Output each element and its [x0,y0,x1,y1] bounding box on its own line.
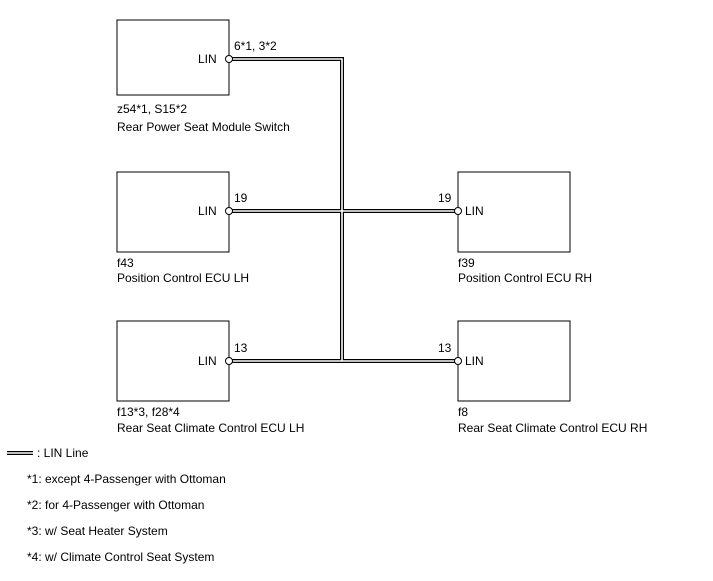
component-rear-seat-climate-control-ecu-rh: LIN 13 f8 Rear Seat Climate Control ECU … [438,320,647,435]
legend-note-4: *4: w/ Climate Control Seat System [27,550,215,564]
lin-terminal-label: LIN [465,354,484,368]
component-name: Rear Seat Climate Control ECU LH [117,421,304,435]
connector-code: f8 [458,405,468,419]
lin-terminal-label: LIN [198,52,217,66]
lin-line-swatch-icon [7,450,33,456]
connector-code: f39 [458,256,475,270]
pin-terminal [225,357,233,365]
pin-number: 13 [234,341,248,355]
pin-number: 6*1, 3*2 [234,39,277,53]
lin-terminal-label: LIN [198,204,217,218]
connector-code: f43 [117,256,134,270]
component-name: Position Control ECU RH [458,271,592,285]
pin-terminal [454,357,462,365]
component-box [457,320,571,402]
pin-number: 13 [438,341,452,355]
pin-terminal [454,207,462,215]
legend-note-1: *1: except 4-Passenger with Ottoman [27,472,226,486]
lin-terminal-label: LIN [465,204,484,218]
component-name: Rear Power Seat Module Switch [117,120,290,134]
component-box [116,320,230,402]
component-rear-seat-climate-control-ecu-lh: LIN 13 f13*3, f28*4 Rear Seat Climate Co… [116,320,304,435]
component-position-control-ecu-rh: LIN 19 f39 Position Control ECU RH [438,171,592,285]
legend-line-row: : LIN Line [7,440,226,466]
component-box [457,171,571,253]
component-name: Position Control ECU LH [117,271,249,285]
lin-terminal-label: LIN [198,354,217,368]
pin-terminal [225,207,233,215]
legend-note-3: *3: w/ Seat Heater System [27,524,168,538]
component-box [116,19,230,96]
legend: : LIN Line *1: except 4-Passenger with O… [7,440,226,570]
pin-terminal [225,55,233,63]
connector-code: f13*3, f28*4 [117,405,180,419]
component-name: Rear Seat Climate Control ECU RH [458,421,647,435]
component-position-control-ecu-lh: LIN 19 f43 Position Control ECU LH [116,171,249,285]
lin-bus-wires [229,57,458,363]
pin-number: 19 [438,191,452,205]
pin-number: 19 [234,191,248,205]
legend-line-label: : LIN Line [37,446,89,460]
legend-note-2: *2: for 4-Passenger with Ottoman [27,498,205,512]
component-rear-power-seat-module-switch: LIN 6*1, 3*2 z54*1, S15*2 Rear Power Sea… [116,19,290,134]
connector-code: z54*1, S15*2 [117,102,187,116]
component-box [116,171,230,253]
